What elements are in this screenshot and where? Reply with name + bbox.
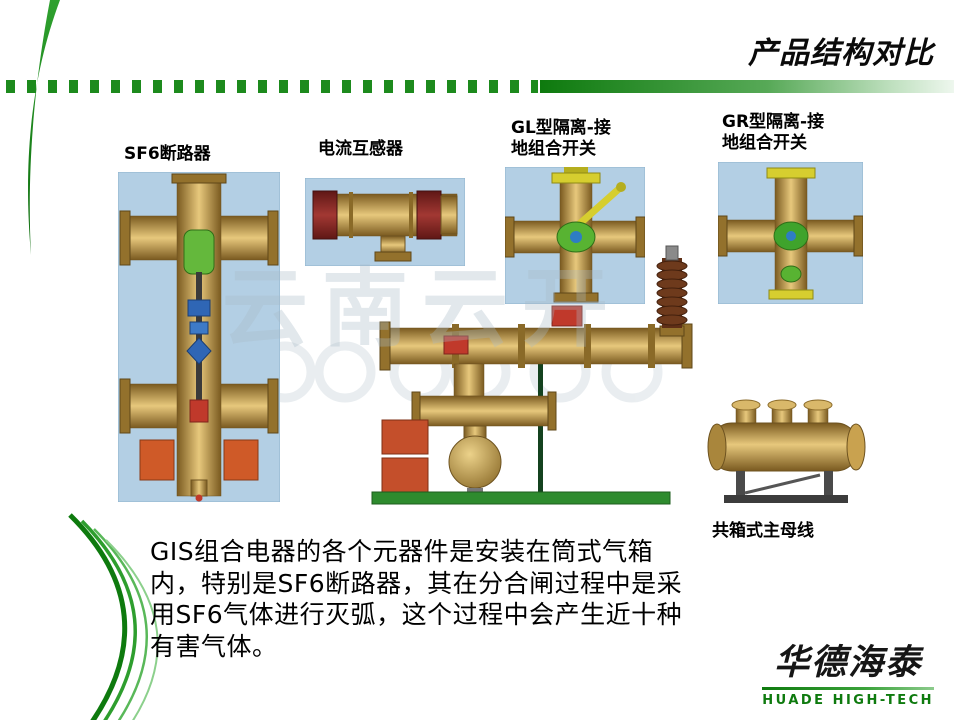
sf6-breaker-illustration — [118, 172, 280, 502]
logo-subtitle: HUADE HIGH-TECH — [762, 693, 934, 708]
label-busbar: 共箱式主母线 — [712, 521, 814, 541]
company-logo: 华德海泰 HUADE HIGH-TECH — [762, 634, 934, 708]
sf6-breaker-image — [118, 172, 280, 502]
current-transformer-image — [305, 178, 465, 266]
busbar-image — [700, 385, 872, 513]
label-gl-line1: GL型隔离-接 — [511, 118, 611, 138]
divider-gradient-bar — [540, 80, 954, 93]
label-gl-line2: 地组合开关 — [511, 139, 596, 159]
label-gr-line1: GR型隔离-接 — [722, 112, 825, 132]
bottom-left-arc-1 — [68, 513, 128, 720]
logo-green-rule — [762, 687, 934, 690]
label-sf6-breaker: SF6断路器 — [124, 144, 211, 164]
gis-assembly-illustration — [371, 245, 693, 505]
top-left-swoosh — [28, 0, 60, 255]
busbar-illustration — [707, 399, 866, 503]
gl-switch-illustration — [505, 167, 645, 304]
label-gr-line2: 地组合开关 — [722, 133, 807, 153]
gr-switch-illustration — [718, 162, 863, 304]
bottom-left-arc-3 — [93, 528, 149, 720]
label-gr-switch: GR型隔离-接 地组合开关 — [722, 112, 824, 154]
current-transformer-illustration — [305, 178, 465, 266]
gr-switch-image — [718, 162, 863, 304]
gl-switch-image — [505, 167, 645, 304]
gis-assembly-image — [360, 240, 710, 508]
label-gl-switch: GL型隔离-接 地组合开关 — [511, 118, 611, 160]
body-paragraph: GIS组合电器的各个元器件是安装在筒式气箱内，特别是SF6断路器，其在分合闸过程… — [150, 537, 683, 661]
bottom-left-arc-2 — [80, 519, 137, 720]
label-current-transformer: 电流互感器 — [318, 139, 403, 159]
divider-squares — [6, 80, 538, 93]
page-title: 产品结构对比 — [748, 36, 934, 71]
logo-name: 华德海泰 — [774, 643, 923, 683]
